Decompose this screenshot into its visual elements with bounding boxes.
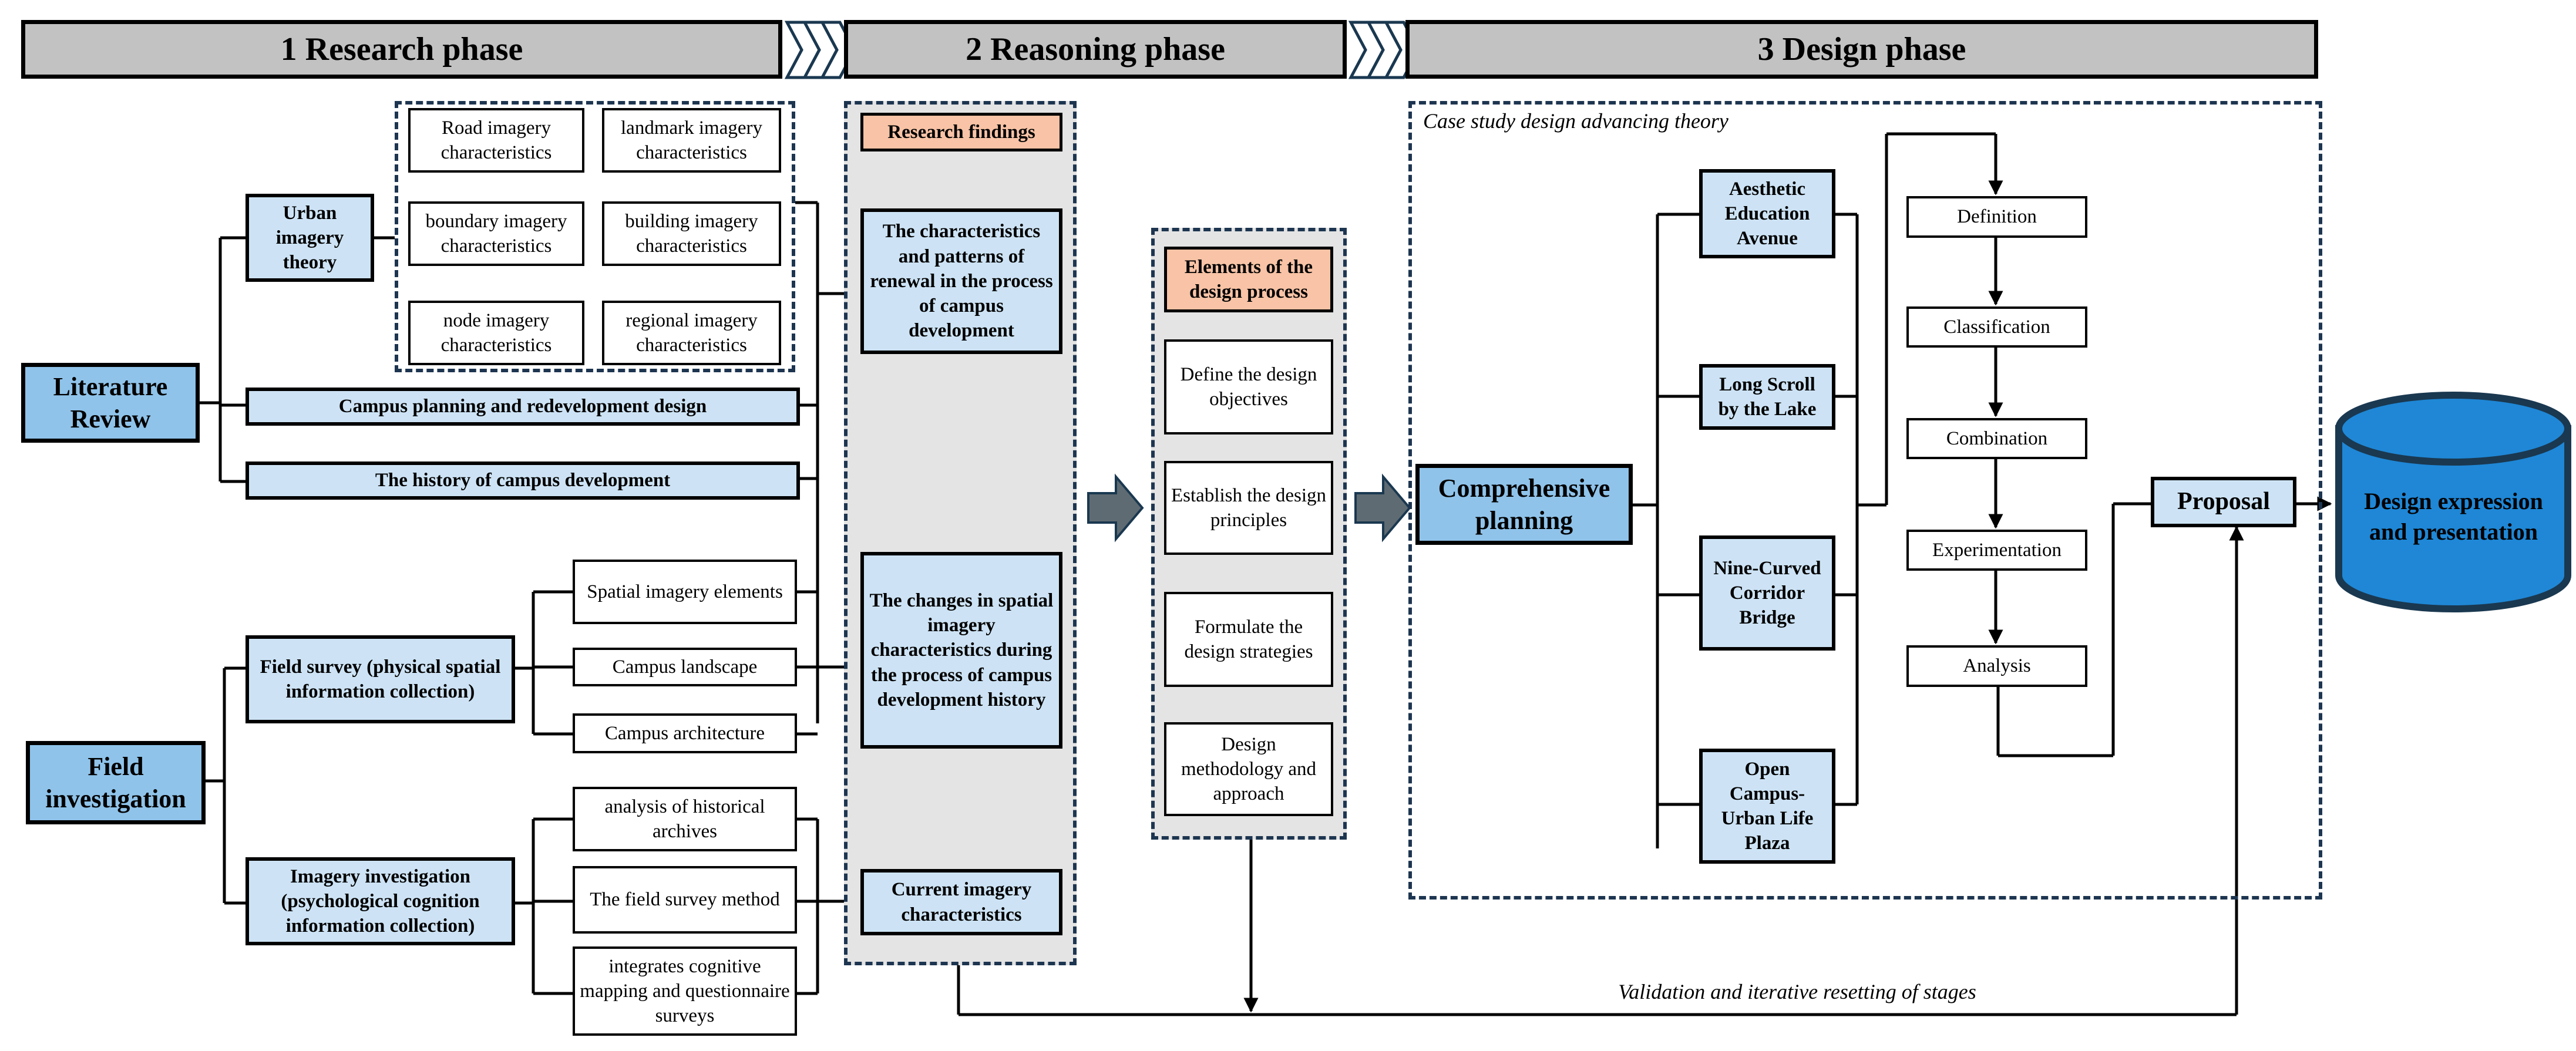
case-aesthetic-avenue: Aesthetic Education Avenue (1699, 169, 1835, 258)
urban-imagery-theory-box: Urban imagery theory (246, 194, 374, 282)
step-definition: Definition (1906, 196, 2087, 238)
historical-archives-box: analysis of historical archives (573, 787, 797, 851)
step-experimentation: Experimentation (1906, 530, 2087, 571)
boundary-imagery-box: boundary imagery characteristics (408, 201, 584, 266)
design-methodology-box: Design methodology and approach (1164, 722, 1333, 816)
proposal-box: Proposal (2151, 477, 2296, 527)
design-output-label: Design expression and presentation (2364, 488, 2543, 545)
step-combination: Combination (1906, 418, 2087, 459)
step-classification: Classification (1906, 306, 2087, 348)
case-long-scroll: Long Scroll by the Lake (1699, 364, 1835, 430)
finding-renewal-patterns: The characteristics and patterns of rene… (860, 208, 1062, 354)
comprehensive-planning-box: Comprehensive planning (1415, 464, 1633, 545)
research-findings-title: Research findings (860, 113, 1062, 151)
feedback-label: Validation and iterative resetting of st… (1618, 980, 1976, 1003)
step-analysis: Analysis (1906, 645, 2087, 687)
case-study-group (1408, 101, 2322, 900)
case-nine-curved-bridge: Nine-Curved Corridor Bridge (1699, 535, 1835, 651)
field-survey-method-box: The field survey method (573, 866, 797, 934)
campus-planning-box: Campus planning and redevelopment design (246, 388, 800, 426)
cognitive-mapping-box: integrates cognitive mapping and questio… (573, 946, 797, 1036)
reasoning-phase-header: 2 Reasoning phase (844, 20, 1347, 79)
campus-landscape-box: Campus landscape (573, 648, 797, 686)
imagery-characteristics-group (395, 101, 795, 372)
formulate-strategies-box: Formulate the design strategies (1164, 592, 1333, 687)
elements-title: Elements of the design process (1164, 247, 1333, 312)
literature-review-box: Literature Review (21, 363, 200, 443)
case-open-campus-plaza: Open Campus-Urban Life Plaza (1699, 749, 1835, 864)
field-survey-box: Field survey (physical spatial informati… (246, 635, 515, 723)
spatial-imagery-elements-box: Spatial imagery elements (573, 560, 797, 624)
research-phase-header: 1 Research phase (21, 20, 782, 79)
road-imagery-box: Road imagery characteristics (408, 108, 584, 173)
node-imagery-box: node imagery characteristics (408, 301, 584, 365)
finding-spatial-changes: The changes in spatial imagery character… (860, 552, 1062, 749)
finding-current-characteristics: Current imagery characteristics (860, 869, 1062, 935)
case-study-label: Case study design advancing theory (1423, 109, 1728, 133)
campus-architecture-box: Campus architecture (573, 713, 797, 753)
campus-history-box: The history of campus development (246, 462, 800, 500)
field-investigation-box: Field investigation (26, 741, 206, 824)
define-objectives-box: Define the design objectives (1164, 339, 1333, 434)
design-phase-header: 3 Design phase (1405, 20, 2318, 79)
building-imagery-box: building imagery characteristics (602, 201, 781, 266)
regional-imagery-box: regional imagery characteristics (602, 301, 781, 365)
landmark-imagery-box: landmark imagery characteristics (602, 108, 781, 173)
imagery-investigation-box: Imagery investigation (psychological cog… (246, 857, 515, 945)
establish-principles-box: Establish the design principles (1164, 461, 1333, 555)
